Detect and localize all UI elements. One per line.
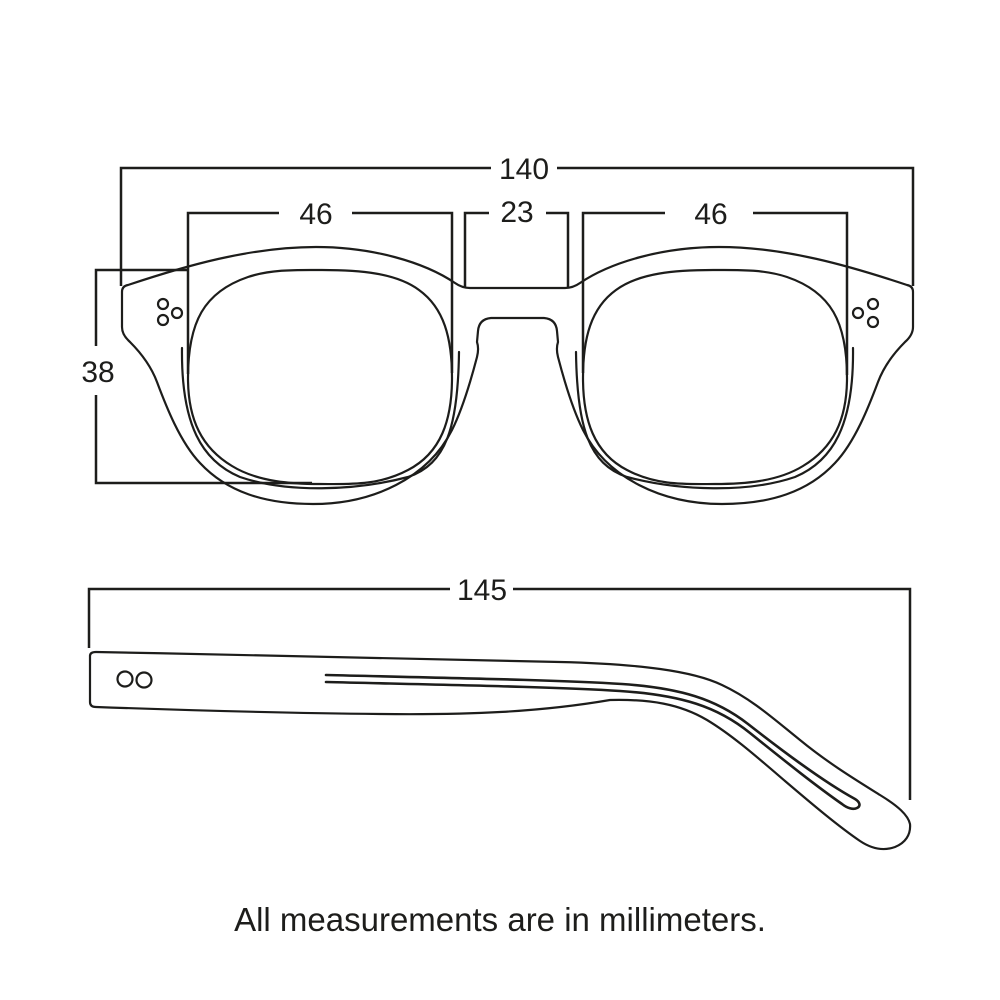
- dimension-temple-length: 145: [87, 574, 912, 800]
- dimension-line-23: [463, 211, 570, 287]
- dimension-label-140: 140: [499, 153, 549, 186]
- hinge-hole: [116, 670, 134, 688]
- dimension-label-38: 38: [81, 356, 114, 389]
- temple-hinge-holes: [116, 670, 153, 689]
- dimension-line-145: [87, 587, 912, 800]
- right-rivet-dots: [851, 297, 880, 329]
- rivet-dot: [156, 297, 170, 311]
- dimension-lens-height: 38: [81, 268, 312, 485]
- temple-arm-outline: [88, 650, 912, 851]
- left-lens-inner-rim: [180, 346, 461, 490]
- left-rivet-dots: [156, 297, 184, 327]
- dimension-line-46-right: [581, 211, 849, 375]
- dimension-label-145: 145: [457, 574, 507, 607]
- dimension-line-140: [119, 166, 915, 286]
- right-lens-inner-rim: [574, 346, 855, 490]
- left-lens: [186, 268, 454, 486]
- units-caption: All measurements are in millimeters.: [234, 901, 766, 938]
- dimension-left-lens-width: 46: [186, 198, 454, 374]
- rivet-dot: [170, 306, 184, 320]
- frame-front-silhouette: [120, 245, 915, 506]
- rivet-dot: [851, 306, 865, 320]
- dimension-right-lens-width: 46: [581, 198, 849, 375]
- rivet-dot: [866, 297, 880, 311]
- temple-core-wire: [324, 673, 861, 811]
- front-view: 140 46 23 46 38: [81, 153, 915, 506]
- dimension-label-46-right: 46: [694, 198, 727, 231]
- dimension-bridge-width: 23: [463, 196, 570, 287]
- hinge-hole: [135, 671, 153, 689]
- dimension-line-46-left: [186, 211, 454, 374]
- right-lens: [581, 268, 849, 486]
- dimension-total-width: 140: [119, 153, 915, 286]
- rivet-dot: [156, 313, 170, 327]
- rivet-dot: [866, 315, 880, 329]
- dimension-label-46-left: 46: [299, 198, 332, 231]
- dimension-label-23: 23: [500, 196, 533, 229]
- dimension-line-38: [94, 268, 312, 485]
- side-view: 145: [87, 574, 912, 851]
